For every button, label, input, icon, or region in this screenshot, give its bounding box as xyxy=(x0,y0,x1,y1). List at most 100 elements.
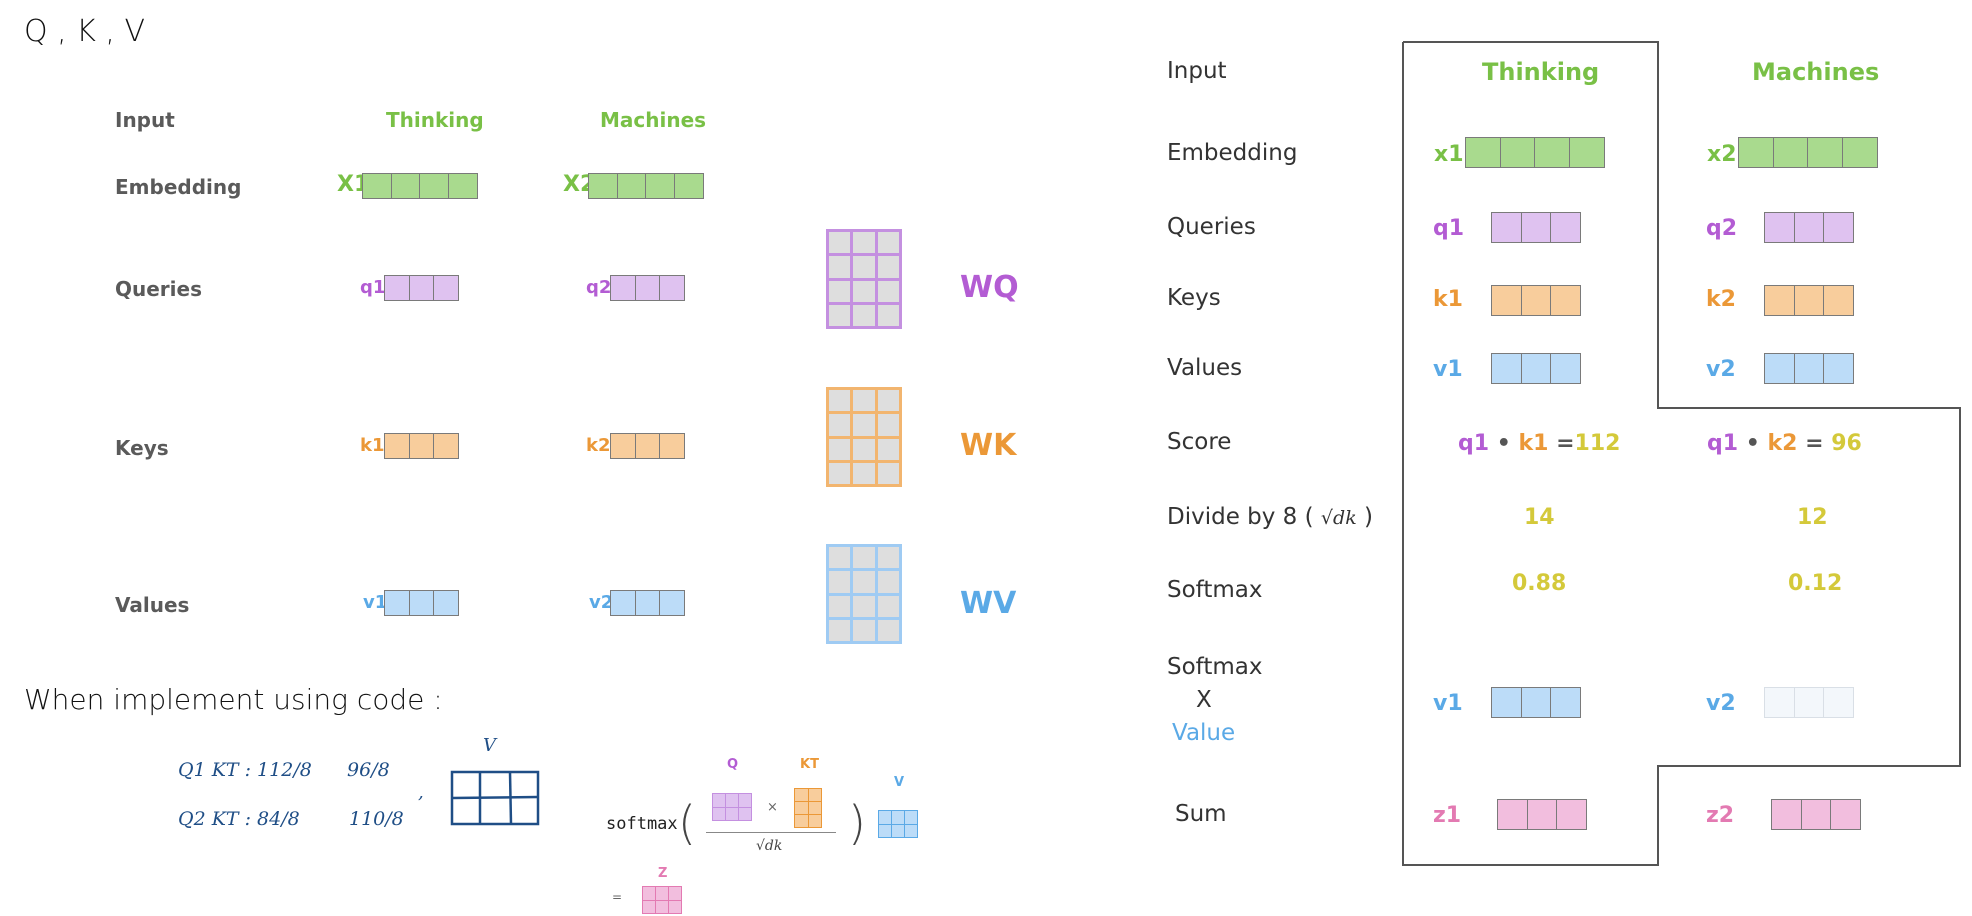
score2-q: q1 xyxy=(1707,431,1739,456)
right-label-softmax: Softmax xyxy=(1167,577,1263,603)
wv-weight-matrix xyxy=(826,544,902,644)
wv-label: WV xyxy=(960,586,1017,621)
formula-kt-label: KT xyxy=(800,757,819,772)
right-q1-symbol: q1 xyxy=(1433,216,1465,241)
right-v1-symbol: v1 xyxy=(1433,357,1463,382)
score1-q: q1 xyxy=(1458,431,1490,456)
right-weighted-v1-vector xyxy=(1491,687,1581,718)
right-q2-vector xyxy=(1764,212,1854,243)
right-k2-symbol: k2 xyxy=(1706,287,1736,312)
right-k1-vector xyxy=(1491,285,1581,316)
left-label-keys: Keys xyxy=(115,436,169,460)
open-paren: ( xyxy=(678,796,696,850)
formula-q-label: Q xyxy=(727,757,739,772)
formula-z-label: Z xyxy=(658,866,668,881)
score1-eq: = xyxy=(1556,431,1575,456)
left-k2-vector xyxy=(610,433,685,459)
right-label-keys: Keys xyxy=(1167,285,1221,311)
q1-kt-second-score: 96/8 xyxy=(347,759,390,781)
right-k1-symbol: k1 xyxy=(1433,287,1463,312)
softmax-thinking: 0.88 xyxy=(1512,571,1567,596)
hand-drawn-v-matrix xyxy=(450,770,540,826)
right-z1-vector xyxy=(1497,799,1587,830)
score2-value: 96 xyxy=(1831,431,1862,456)
left-k2-symbol: k2 xyxy=(586,435,611,456)
formula-equals: = xyxy=(612,890,623,904)
left-label-input: Input xyxy=(115,108,175,132)
wq-weight-matrix xyxy=(826,229,902,329)
left-label-embedding: Embedding xyxy=(115,175,242,199)
left-v1-symbol: v1 xyxy=(363,592,388,613)
left-k1-symbol: k1 xyxy=(360,435,385,456)
formula-q-matrix xyxy=(712,793,752,821)
left-q1-vector xyxy=(384,275,459,301)
q1-kt-score-note: Q1 KT : 112/8 xyxy=(178,759,312,781)
left-q2-symbol: q2 xyxy=(586,277,612,298)
formula-kt-matrix xyxy=(794,788,822,828)
score1-bullet: • xyxy=(1496,431,1511,456)
score1-k: k1 xyxy=(1518,431,1549,456)
divided-machines: 12 xyxy=(1797,505,1828,530)
left-v1-vector xyxy=(384,590,459,616)
right-word-machines: Machines xyxy=(1752,58,1880,86)
right-weighted-v1-symbol: v1 xyxy=(1433,691,1463,716)
right-x1-symbol: x1 xyxy=(1434,142,1464,167)
divide-text: Divide by 8 ( xyxy=(1167,504,1314,530)
right-label-times-x: X xyxy=(1196,687,1212,713)
left-label-values: Values xyxy=(115,593,190,617)
score-machines: q1 • k2 = 96 xyxy=(1707,431,1862,456)
hand-v-label: V xyxy=(483,735,496,756)
left-k1-vector xyxy=(384,433,459,459)
score2-k: k2 xyxy=(1767,431,1798,456)
right-x1-vector xyxy=(1465,137,1605,168)
left-word-machines: Machines xyxy=(600,108,707,132)
right-word-thinking: Thinking xyxy=(1482,58,1600,86)
formula-fraction-bar xyxy=(706,832,836,833)
right-v2-symbol: v2 xyxy=(1706,357,1736,382)
formula-v-label: V xyxy=(894,775,905,790)
right-z2-vector xyxy=(1771,799,1861,830)
comma-note: , xyxy=(418,782,424,803)
right-x2-vector xyxy=(1738,137,1878,168)
formula-times: × xyxy=(767,800,778,815)
softmax-machines: 0.12 xyxy=(1788,571,1843,596)
left-word-thinking: Thinking xyxy=(386,108,484,132)
formula-sqrt-dk: √dk xyxy=(756,838,783,854)
right-label-divide: Divide by 8 ( √dk ) xyxy=(1167,504,1373,530)
implementation-note: When implement using code : xyxy=(24,683,443,716)
formula-v-matrix xyxy=(878,810,918,838)
right-k2-vector xyxy=(1764,285,1854,316)
qkv-heading-note: Q , K , V xyxy=(24,14,146,49)
left-x2-vector xyxy=(588,173,704,199)
score1-value: 112 xyxy=(1574,431,1621,456)
left-x1-vector xyxy=(362,173,478,199)
formula-z-matrix xyxy=(642,886,682,914)
score2-bullet: • xyxy=(1745,431,1760,456)
right-label-queries: Queries xyxy=(1167,214,1256,240)
left-v2-symbol: v2 xyxy=(589,592,614,613)
left-q1-symbol: q1 xyxy=(360,277,386,298)
right-v2-vector xyxy=(1764,353,1854,384)
right-q1-vector xyxy=(1491,212,1581,243)
right-label-softmax-2: Softmax xyxy=(1167,654,1263,680)
score-thinking: q1 • k1 =112 xyxy=(1458,431,1620,456)
left-v2-vector xyxy=(610,590,685,616)
right-weighted-v2-vector xyxy=(1764,687,1854,718)
wq-label: WQ xyxy=(960,270,1019,305)
score2-eq: = xyxy=(1805,431,1824,456)
right-label-embedding: Embedding xyxy=(1167,140,1298,166)
divide-sqrt-dk: √dk xyxy=(1320,507,1357,529)
right-label-input: Input xyxy=(1167,58,1227,84)
right-q2-symbol: q2 xyxy=(1706,216,1738,241)
left-label-queries: Queries xyxy=(115,277,202,301)
right-weighted-v2-symbol: v2 xyxy=(1706,691,1736,716)
divided-thinking: 14 xyxy=(1524,505,1555,530)
wk-weight-matrix xyxy=(826,387,902,487)
right-label-value: Value xyxy=(1172,720,1236,746)
right-label-values: Values xyxy=(1167,355,1243,381)
close-paren: ) xyxy=(848,796,866,850)
right-label-sum: Sum xyxy=(1175,801,1227,827)
right-v1-vector xyxy=(1491,353,1581,384)
right-x2-symbol: x2 xyxy=(1707,142,1737,167)
left-q2-vector xyxy=(610,275,685,301)
